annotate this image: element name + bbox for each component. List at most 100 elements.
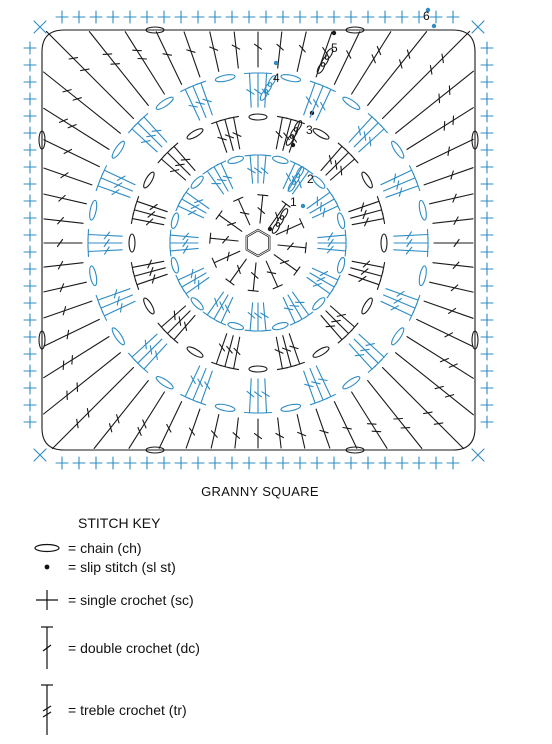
stitch-mark bbox=[58, 118, 68, 123]
stitch-mark bbox=[319, 270, 329, 277]
double-crochet bbox=[296, 31, 307, 72]
round-label-1: 1 bbox=[290, 195, 297, 209]
stitch-mark bbox=[406, 231, 412, 240]
chain-stitch bbox=[471, 130, 479, 150]
stitch-top bbox=[272, 284, 283, 290]
chain-stitch bbox=[38, 330, 46, 350]
stitch-top bbox=[101, 165, 108, 176]
stitch-mark bbox=[149, 345, 153, 355]
stitch-mark bbox=[218, 343, 226, 352]
stitch-top bbox=[379, 204, 384, 216]
chain-stitch bbox=[267, 75, 277, 87]
double-crochet bbox=[282, 162, 296, 190]
double-crochet bbox=[160, 305, 187, 328]
double-crochet bbox=[215, 121, 228, 153]
double-crochet bbox=[348, 200, 380, 213]
double-crochet bbox=[184, 365, 201, 398]
stitch-mark bbox=[371, 430, 382, 433]
slip-stitch bbox=[300, 203, 306, 209]
double-crochet bbox=[348, 343, 373, 370]
stitch-top bbox=[130, 213, 134, 225]
stitch-mark bbox=[253, 43, 263, 50]
chain-stitch bbox=[291, 173, 301, 185]
double-crochet bbox=[329, 158, 356, 181]
treble-crochet bbox=[124, 31, 165, 95]
stitch-mark bbox=[362, 260, 371, 268]
stitch-mark bbox=[58, 194, 66, 202]
stitch-mark bbox=[104, 246, 110, 255]
stitch-mark bbox=[369, 136, 372, 147]
double-crochet bbox=[177, 267, 205, 281]
double-crochet bbox=[209, 237, 239, 242]
stitch-top bbox=[134, 196, 140, 207]
stitch-mark bbox=[119, 303, 123, 313]
chain-stitch bbox=[312, 346, 330, 358]
stitch-mark bbox=[331, 319, 341, 323]
double-crochet-icon bbox=[41, 626, 53, 669]
stitch-mark bbox=[217, 136, 227, 141]
stitch-mark bbox=[320, 101, 326, 111]
double-crochet bbox=[185, 191, 210, 210]
stitch-mark bbox=[328, 154, 332, 165]
double-crochet bbox=[131, 218, 165, 226]
stitch-top bbox=[132, 204, 137, 216]
stitch-mark bbox=[354, 354, 365, 357]
chain-stitch bbox=[38, 130, 46, 150]
corner-stitch bbox=[33, 20, 47, 34]
double-crochet bbox=[177, 205, 205, 219]
stitch-mark bbox=[237, 264, 241, 275]
double-crochet bbox=[43, 167, 93, 186]
stitch-mark bbox=[190, 268, 194, 279]
double-crochet bbox=[87, 233, 123, 237]
treble-crochet bbox=[93, 380, 149, 449]
stitch-mark bbox=[398, 187, 403, 197]
double-crochet bbox=[206, 170, 225, 195]
double-crochet bbox=[350, 267, 383, 277]
chain-stitch bbox=[336, 256, 346, 274]
chain-stitch bbox=[345, 26, 365, 34]
double-crochet bbox=[291, 170, 310, 195]
double-crochet bbox=[282, 296, 296, 324]
double-crochet bbox=[210, 414, 220, 449]
key-row-double-crochet: = double crochet (dc) bbox=[30, 624, 200, 672]
stitch-top bbox=[233, 196, 244, 202]
chain-stitch bbox=[170, 212, 180, 230]
stitch-mark bbox=[190, 204, 200, 210]
stitch-mark bbox=[444, 394, 455, 398]
chain-stitch bbox=[312, 175, 326, 189]
stitch-mark bbox=[132, 49, 142, 52]
chain-stitch bbox=[111, 140, 125, 159]
treble-crochet bbox=[43, 107, 110, 150]
double-crochet bbox=[200, 370, 213, 404]
double-crochet bbox=[380, 300, 413, 317]
stitch-mark bbox=[141, 140, 151, 143]
stitch-mark bbox=[226, 251, 230, 262]
stitch-mark bbox=[188, 427, 196, 436]
stitch-mark bbox=[182, 238, 189, 248]
double-crochet bbox=[309, 198, 335, 214]
stitch-top bbox=[344, 329, 353, 338]
chain-stitch bbox=[186, 346, 204, 358]
stitch-mark bbox=[182, 245, 189, 254]
chain-stitch bbox=[285, 134, 295, 146]
stitch-top bbox=[293, 266, 301, 276]
double-crochet bbox=[43, 139, 100, 168]
double-crochet bbox=[275, 116, 283, 150]
double-crochet bbox=[329, 305, 356, 328]
stitch-mark bbox=[224, 134, 235, 139]
double-crochet bbox=[385, 288, 419, 301]
stitch-mark bbox=[190, 375, 196, 385]
chain-stitch bbox=[295, 166, 305, 178]
double-crochet bbox=[309, 368, 324, 401]
double-crochet bbox=[183, 31, 201, 78]
stitch-mark bbox=[360, 348, 370, 352]
stitch-mark bbox=[169, 169, 180, 173]
double-crochet bbox=[325, 310, 350, 335]
corner-stitch bbox=[471, 448, 485, 462]
treble-crochet bbox=[381, 30, 471, 120]
stitch-mark bbox=[166, 423, 172, 433]
double-crochet bbox=[233, 336, 241, 370]
stitch-mark bbox=[396, 180, 400, 190]
stitch-top bbox=[376, 279, 382, 290]
